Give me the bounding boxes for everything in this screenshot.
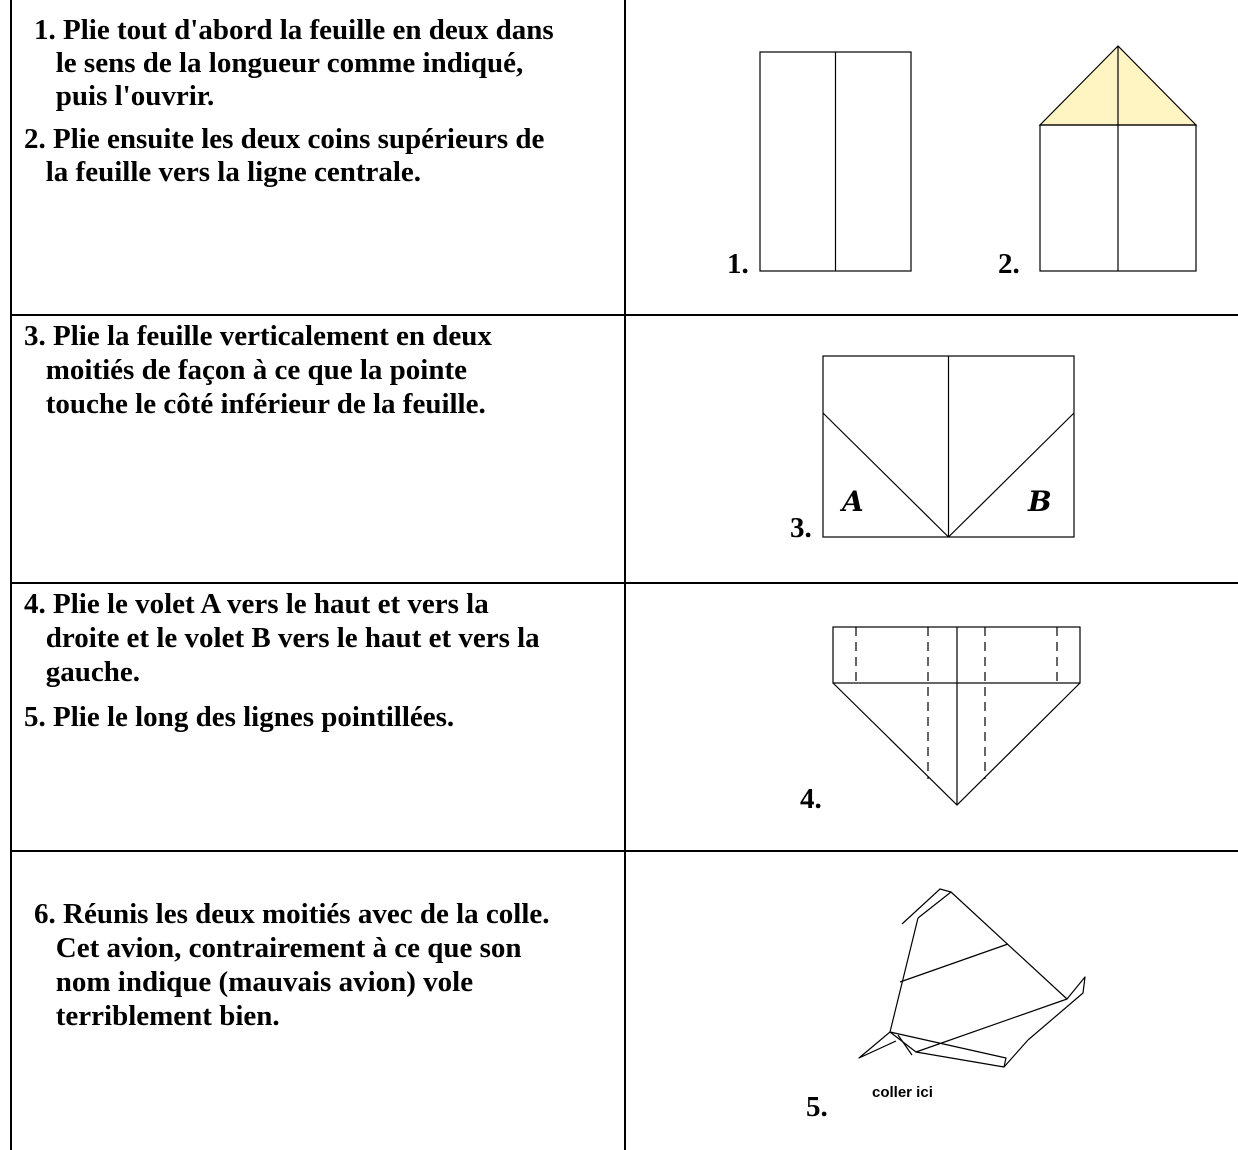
row-divider-2: [10, 582, 1238, 584]
row-divider-3: [10, 850, 1238, 852]
figure-5-label: 5.: [806, 1091, 828, 1123]
row-divider-1: [10, 314, 1238, 316]
figure-4: [832, 626, 1081, 806]
step-6-line-4: terriblement bien.: [34, 1000, 280, 1032]
step-3-line-2: moitiés de façon à ce que la pointe: [24, 354, 468, 386]
step-1-line-1: 1. Plie tout d'abord la feuille en deux …: [34, 14, 554, 46]
table-column-divider: [624, 0, 626, 1150]
fig3-left-diagonal: [822, 412, 949, 538]
flap-a-label: A: [842, 485, 864, 518]
plane-left-tip: [901, 888, 952, 925]
step-2-line-2: la feuille vers la ligne centrale.: [24, 156, 422, 188]
step-6-line-2: Cet avion, contrairement à ce que son: [34, 932, 522, 964]
plane-wing-top: [889, 917, 1007, 1068]
fig3-right-diagonal: [948, 412, 1075, 538]
plane-right-tip: [1027, 976, 1086, 1041]
plane-tail: [858, 1031, 897, 1059]
step-6-line-3: nom indique (mauvais avion) vole: [34, 966, 474, 998]
flap-b-label: B: [1028, 485, 1052, 518]
plane-bottom-edge: [915, 1039, 1029, 1068]
step-4-line-2: droite et le volet B vers le haut et ver…: [24, 622, 540, 654]
step-3-line-3: touche le côté inférieur de la feuille.: [24, 388, 486, 420]
figure-1-label: 1.: [727, 248, 749, 280]
step-1-line-3: puis l'ouvrir.: [34, 80, 215, 112]
step-2-line-1: 2. Plie ensuite les deux coins supérieur…: [24, 123, 545, 155]
plane-fold-line: [899, 943, 1009, 983]
plane-wing-outline: [889, 891, 1068, 1053]
figure-1-and-2: [759, 45, 1198, 272]
step-4-line-3: gauche.: [24, 656, 140, 688]
step-3-line-1: 3. Plie la feuille verticalement en deux: [24, 320, 492, 352]
glue-label: coller ici: [872, 1084, 933, 1101]
step-1-line-2: le sens de la longueur comme indiqué,: [34, 47, 524, 79]
figure-2-label: 2.: [998, 248, 1020, 280]
table-border-left: [10, 0, 12, 1150]
step-6-line-1: 6. Réunis les deux moitiés avec de la co…: [34, 898, 550, 930]
glue-pointer: [897, 1034, 913, 1056]
step-5-line-1: 5. Plie le long des lignes pointillées.: [24, 701, 455, 733]
step-4-line-1: 4. Plie le volet A vers le haut et vers …: [24, 588, 489, 620]
figure-4-label: 4.: [800, 783, 822, 815]
figure-3-label: 3.: [790, 512, 812, 544]
figure-3: [822, 355, 1075, 538]
figure-5-paper-plane: [858, 888, 1086, 1068]
